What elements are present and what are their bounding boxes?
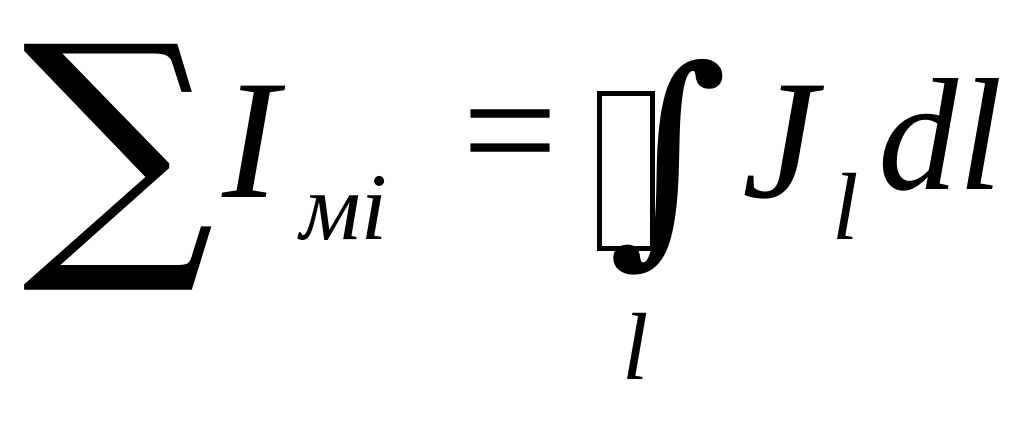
integral-limit: l: [622, 294, 649, 400]
current-subscript: мi: [300, 154, 388, 260]
differential: dl: [878, 46, 1003, 224]
integral-symbol: ∫: [608, 21, 728, 288]
missing-glyph-box: [597, 91, 655, 251]
current-symbol: I: [222, 46, 279, 234]
density-symbol: J: [742, 46, 818, 234]
equals-sign: =: [462, 36, 558, 224]
density-subscript: l: [832, 154, 859, 260]
sum-symbol: ∑: [22, 0, 215, 302]
